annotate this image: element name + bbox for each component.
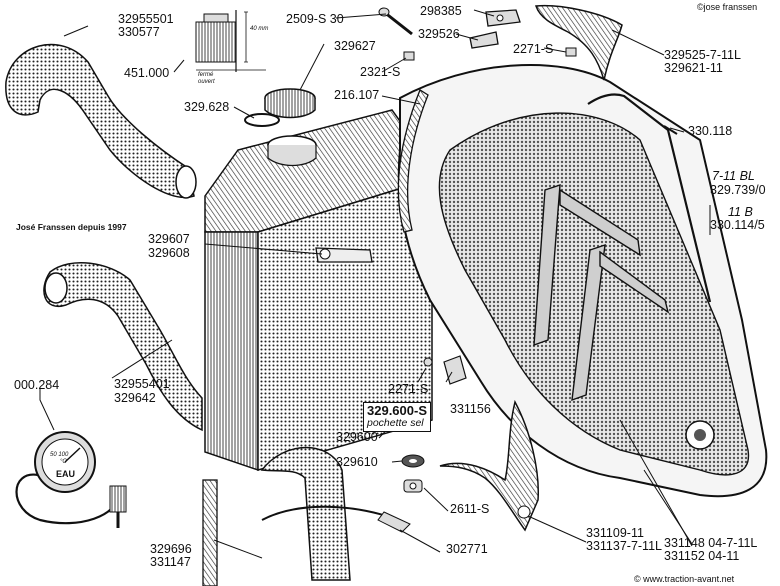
double-chevron [533, 184, 606, 402]
label-329555: 32955501 [118, 12, 174, 26]
salt-kit-box: 329.600-S pochette sel [363, 402, 431, 432]
label-329526: 329526 [418, 27, 460, 41]
gauge-scale: 50 100 [50, 452, 69, 458]
upper-hose [5, 43, 195, 199]
salt-kit-caption: pochette sel [367, 417, 424, 429]
winged-bracket [439, 399, 540, 532]
copyright-notice: ©jose franssen [697, 2, 758, 12]
label-329628: 329.628 [184, 100, 230, 114]
radiator-core [204, 231, 259, 472]
label-7-11-bl: 7-11 BL [712, 169, 755, 183]
label-329525: 329525-7-11L [664, 48, 741, 62]
trim-rod [587, 93, 712, 303]
drain-pipe [202, 479, 218, 586]
drain-tap [315, 247, 373, 263]
label-329610: 329610 [336, 455, 378, 469]
label-329642: 329642 [114, 391, 156, 405]
label-331156: 331156 [450, 402, 491, 416]
label-329627: 329627 [334, 39, 376, 53]
label-329600: 329600 [336, 430, 378, 444]
thermostat-open: ouvert [198, 79, 215, 85]
label-330114: 330.114/5 [710, 218, 765, 232]
label-2271-mid: 2271-S [388, 382, 429, 396]
cap-gasket [244, 113, 280, 127]
site-footer: © www.traction-avant.net [634, 574, 735, 584]
label-329608: 329608 [148, 246, 190, 260]
label-298385: 298385 [420, 4, 462, 18]
label-330118: 330.118 [688, 124, 733, 138]
gauge-part-number: 000.284 [14, 378, 60, 392]
label-329621: 329621-11 [664, 61, 723, 75]
gauge-unit: °C [60, 459, 67, 465]
label-330577: 330577 [118, 25, 160, 39]
label-329554: 32955401 [114, 377, 170, 391]
label-216107: 216.107 [334, 88, 380, 102]
label-2321: 2321-S [360, 65, 401, 79]
seal-strip [397, 89, 429, 233]
gauge-caption: EAU [56, 469, 76, 479]
temperature-gauge-inset [15, 431, 127, 528]
label-451000: 451.000 [124, 66, 170, 80]
thermostat-dimension: 40 mm [250, 26, 269, 32]
top-badge [534, 4, 623, 81]
label-331147: 331147 [150, 555, 191, 569]
label-329607: 329607 [148, 232, 190, 246]
label-2271-top: 2271-S [513, 42, 554, 56]
label-331148: 331148 04-7-11L [664, 536, 758, 550]
label-329739: 329.739/0 [710, 183, 766, 197]
thermostat-inset [184, 10, 276, 74]
outlet-hose [260, 446, 351, 581]
label-331109: 331109-11 [586, 526, 644, 540]
salt-kit-number: 329.600-S [367, 403, 427, 418]
watermark: José Franssen depuis 1997 [16, 222, 127, 232]
lower-hose [43, 261, 203, 432]
label-2611: 2611-S [450, 502, 490, 516]
label-2509: 2509-S 30 [286, 12, 344, 26]
label-331137: 331137-7-11L [586, 539, 662, 553]
label-11-b: 11 B [728, 205, 753, 219]
leader-lines [39, 9, 711, 559]
label-329696: 329696 [150, 542, 192, 556]
label-302771: 302771 [446, 542, 488, 556]
label-331152: 331152 04-11 [664, 549, 740, 563]
thermostat-closed: fermé [198, 72, 214, 78]
